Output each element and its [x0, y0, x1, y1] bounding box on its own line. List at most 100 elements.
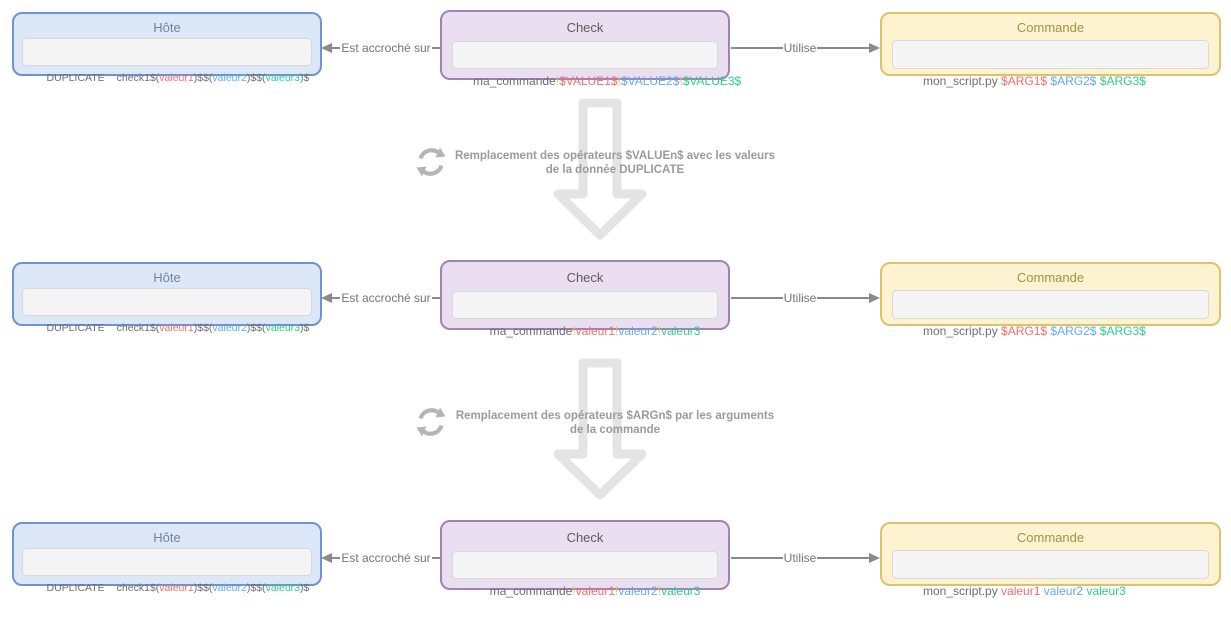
- connector-line: [731, 557, 783, 559]
- text-segment: check1$(: [116, 582, 160, 594]
- text-segment: valeur1: [159, 322, 194, 334]
- text-segment: valeur1: [159, 582, 194, 594]
- text-segment: $ARG3$: [1099, 324, 1146, 338]
- command-box-title: Commande: [1016, 20, 1085, 35]
- command-box: Commande mon_script.py $ARG1$ $ARG2$ $AR…: [880, 262, 1221, 338]
- command-line-expression: mon_script.py $ARG1$ $ARG2$ $ARG3$: [923, 324, 1146, 338]
- host-box-title: Hôte: [153, 20, 181, 35]
- transform-step-2: Remplacement des opérateurs $ARGn$ par l…: [0, 355, 1231, 505]
- text-segment: valeur3: [1086, 584, 1126, 598]
- duplicate-keyword: DUPLICATE: [46, 582, 105, 594]
- text-segment: !: [657, 584, 662, 598]
- text-segment: )$$(: [246, 72, 266, 84]
- text-segment: !: [572, 324, 576, 338]
- command-line-field: mon_script.py valeur1 valeur2 valeur3: [892, 550, 1209, 598]
- text-segment: valeur3: [265, 72, 301, 84]
- transform-caption: Remplacement des opérateurs $VALUEn$ ave…: [415, 149, 815, 177]
- text-segment: !: [572, 584, 576, 598]
- text-segment: $VALUE3$: [682, 74, 742, 88]
- uses-label: Utilise: [783, 291, 817, 305]
- check-box: Check ma_commande!$VALUE1$!$VALUE2$!$VAL…: [440, 10, 741, 88]
- arrowhead-left-icon: [321, 43, 332, 53]
- transform-caption-line1: Remplacement des opérateurs $VALUEn$ ave…: [454, 150, 776, 162]
- check-command-expression: ma_commande!$VALUE1$!$VALUE2$!$VALUE3$: [473, 74, 741, 88]
- text-segment: valeur1: [575, 324, 616, 338]
- check-box: Check ma_commande!valeur1!valeur2!valeur…: [440, 260, 730, 338]
- text-segment: check1$(: [116, 322, 160, 334]
- uses-connector: Utilise: [731, 290, 881, 306]
- text-segment: )$$(: [193, 72, 213, 84]
- attached-to-connector: Est accroché sur: [321, 550, 440, 566]
- connector-line: [431, 557, 440, 559]
- text-segment: !: [615, 584, 619, 598]
- text-segment: )$$(: [246, 322, 266, 334]
- attached-to-label: Est accroché sur: [341, 291, 431, 305]
- text-segment: )$$(: [246, 582, 266, 594]
- uses-connector: Utilise: [731, 550, 881, 566]
- text-segment: valeur2: [1043, 584, 1084, 598]
- text-segment: !: [555, 74, 560, 88]
- text-segment: $ARG2$: [1050, 324, 1097, 338]
- text-segment: ma_commande: [489, 584, 573, 598]
- text-segment: $ARG1$: [1001, 324, 1048, 338]
- text-segment: )$$(: [193, 582, 213, 594]
- connector-line: [817, 557, 870, 559]
- host-box-title: Hôte: [153, 270, 181, 285]
- check-command-field: ma_commande!valeur1!valeur2!valeur3: [452, 551, 718, 598]
- arrowhead-left-icon: [321, 293, 332, 303]
- text-segment: mon_script.py: [923, 74, 1002, 88]
- text-segment: valeur2: [618, 324, 658, 338]
- transform-caption-line2: de la commande: [569, 424, 661, 436]
- attached-to-connector: Est accroché sur: [321, 40, 440, 56]
- transform-step-1: Remplacement des opérateurs $VALUEn$ ave…: [0, 95, 1231, 245]
- text-segment: !: [617, 74, 621, 88]
- text-segment: )$: [300, 582, 310, 594]
- connector-line: [817, 297, 870, 299]
- check-command-expression: ma_commande!valeur1!valeur2!valeur3: [490, 324, 701, 338]
- duplicate-keyword: DUPLICATE: [46, 72, 105, 84]
- text-segment: valeur2: [618, 584, 658, 598]
- text-segment: $VALUE1$: [559, 74, 618, 88]
- arrowhead-right-icon: [869, 553, 881, 563]
- command-line-field: mon_script.py $ARG1$ $ARG2$ $ARG3$: [892, 290, 1209, 338]
- down-arrow-icon: [553, 98, 647, 240]
- text-segment: valeur2: [212, 72, 247, 84]
- uses-label: Utilise: [783, 41, 817, 55]
- host-check-expression: check1$(valeur1)$$(valeur2)$$(valeur3)$: [117, 582, 310, 594]
- command-line-expression: mon_script.py $ARG1$ $ARG2$ $ARG3$: [923, 74, 1146, 88]
- text-segment: !: [657, 324, 662, 338]
- attached-to-label: Est accroché sur: [341, 551, 431, 565]
- transform-caption: Remplacement des opérateurs $ARGn$ par l…: [415, 409, 815, 437]
- host-box-title: Hôte: [153, 530, 181, 545]
- duplicate-keyword: DUPLICATE: [46, 322, 105, 334]
- check-box-title: Check: [566, 530, 604, 545]
- host-check-expression: check1$(valeur1)$$(valeur2)$$(valeur3)$: [117, 72, 310, 84]
- text-segment: !: [615, 324, 619, 338]
- connector-line: [431, 297, 440, 299]
- text-segment: valeur1: [575, 584, 616, 598]
- check-command-expression: ma_commande!valeur1!valeur2!valeur3: [490, 584, 701, 598]
- uses-connector: Utilise: [731, 40, 881, 56]
- text-segment: ma_commande: [489, 324, 573, 338]
- command-box: Commande mon_script.py valeur1 valeur2 v…: [880, 522, 1221, 598]
- check-box-title: Check: [566, 270, 604, 285]
- command-box: Commande mon_script.py $ARG1$ $ARG2$ $AR…: [880, 12, 1221, 88]
- check-command-field: ma_commande!valeur1!valeur2!valeur3: [452, 291, 718, 338]
- text-segment: mon_script.py: [923, 324, 1002, 338]
- refresh-icon: [416, 147, 446, 177]
- check-command-field: ma_commande!$VALUE1$!$VALUE2$!$VALUE3$: [452, 41, 741, 88]
- arrowhead-right-icon: [869, 43, 881, 53]
- attached-to-connector: Est accroché sur: [321, 290, 440, 306]
- text-segment: )$$(: [193, 322, 213, 334]
- transform-caption-line1: Remplacement des opérateurs $ARGn$ par l…: [455, 410, 775, 422]
- text-segment: $ARG2$: [1050, 74, 1097, 88]
- transform-caption-line2: de la donnée DUPLICATE: [545, 164, 685, 176]
- connector-line: [332, 557, 341, 559]
- text-segment: !: [679, 74, 683, 88]
- text-segment: mon_script.py: [923, 584, 1002, 598]
- arrowhead-left-icon: [321, 553, 332, 563]
